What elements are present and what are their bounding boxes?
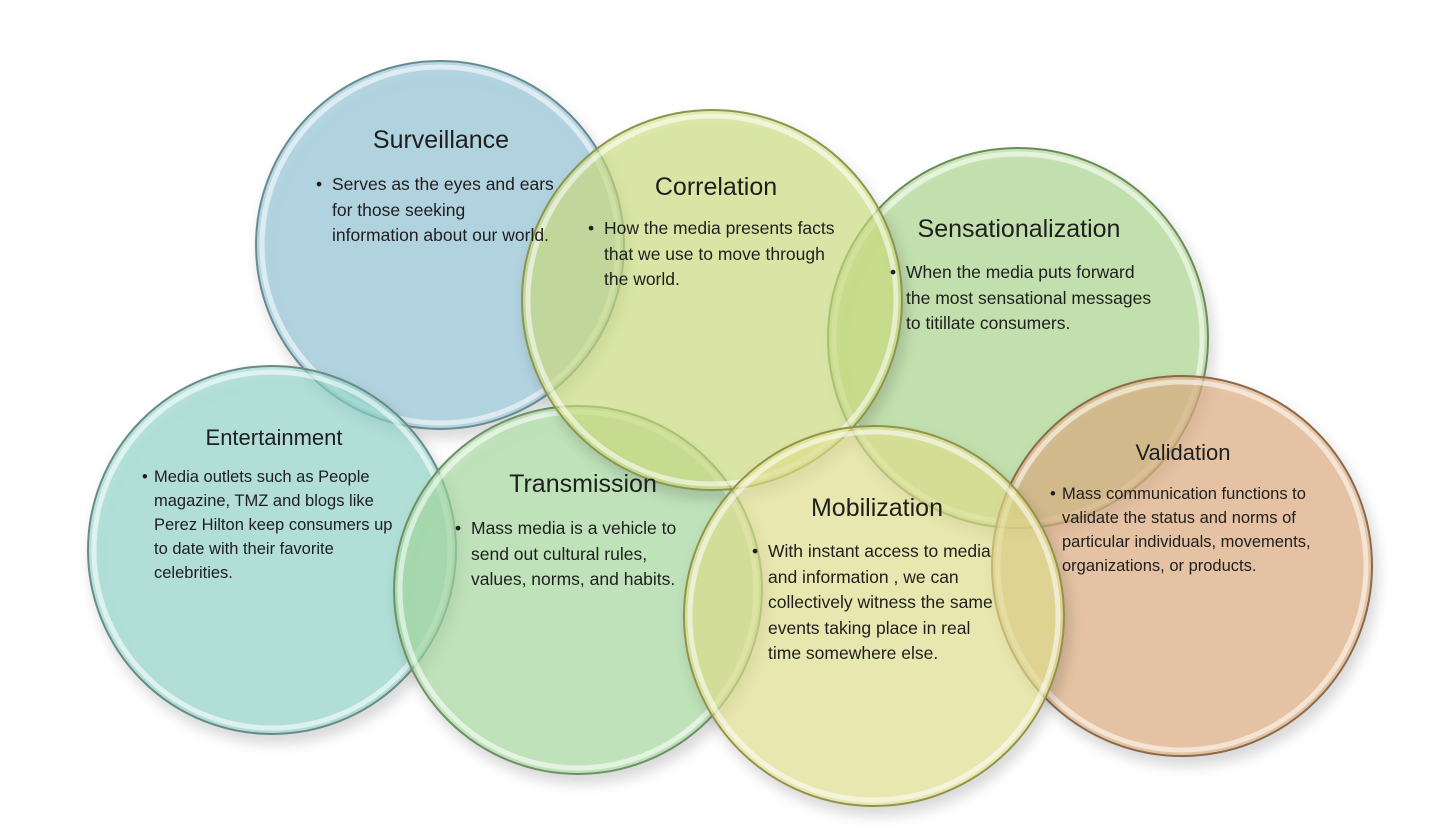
transmission-title: Transmission [509, 470, 657, 498]
validation-text: Mass communication functions to validate… [1062, 485, 1311, 575]
validation-title: Validation [1135, 440, 1231, 465]
surveillance-description: • Serves as the eyes and ears for those … [316, 172, 554, 249]
circle-correlation [521, 109, 903, 491]
transmission-description: • Mass media is a vehicle to send out cu… [455, 516, 701, 593]
bullet-icon: • [752, 541, 759, 561]
bullet-icon: • [316, 174, 323, 194]
entertainment-title: Entertainment [205, 425, 343, 450]
entertainment-text: Media outlets such as People magazine, T… [154, 468, 393, 582]
mobilization-text: With instant access to media and informa… [768, 541, 993, 663]
transmission-text: Mass media is a vehicle to send out cult… [471, 518, 677, 589]
correlation-text: How the media presents facts that we use… [604, 218, 835, 289]
entertainment-description: • Media outlets such as People magazine,… [142, 465, 404, 585]
bullet-icon: • [455, 518, 462, 538]
surveillance-title: Surveillance [372, 126, 510, 154]
bullet-icon: • [890, 262, 897, 282]
sensationalization-description: • When the media puts forward the most s… [890, 260, 1152, 337]
validation-description: • Mass communication functions to valida… [1050, 482, 1312, 578]
sensationalization-title: Sensationalization [917, 215, 1121, 243]
correlation-description: • How the media presents facts that we u… [588, 216, 850, 293]
mobilization-title: Mobilization [810, 494, 943, 522]
bullet-icon: • [1050, 485, 1056, 503]
surveillance-text: Serves as the eyes and ears for those se… [332, 174, 554, 245]
mobilization-description: • With instant access to media and infor… [752, 539, 1004, 667]
sensationalization-text: When the media puts forward the most sen… [906, 262, 1152, 333]
bullet-icon: • [142, 468, 148, 486]
bullet-icon: • [588, 218, 595, 238]
correlation-title: Correlation [654, 173, 778, 201]
circle-mobilization [683, 425, 1065, 807]
